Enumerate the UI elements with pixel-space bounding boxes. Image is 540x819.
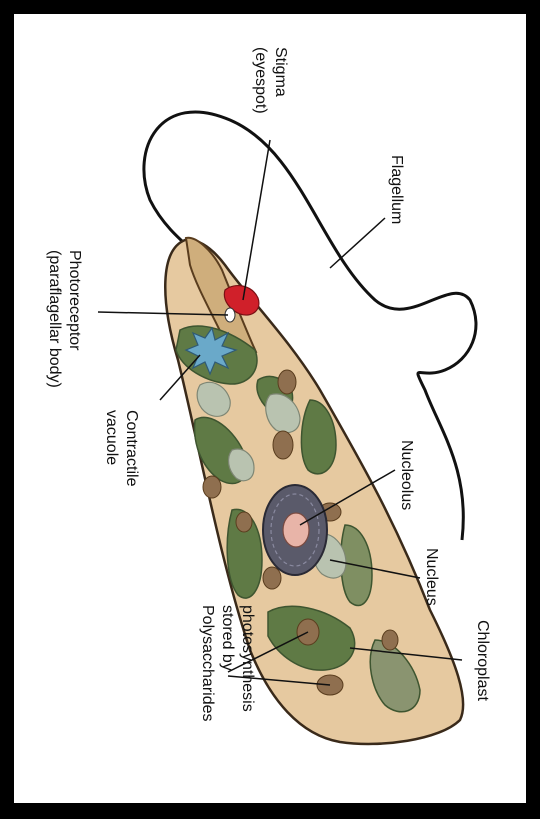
label-photoreceptor: Photoreceptor [66, 250, 83, 351]
nucleolus [283, 513, 309, 547]
label-flagellum: Flagellum [388, 155, 405, 224]
label-stigma-sub: (eyespot) [252, 47, 269, 114]
label-contractile: Contractile [123, 410, 140, 487]
label-polysaccharides: Polysaccharides [199, 605, 216, 722]
label-polysaccharides-sub2: photosynthesis [239, 605, 256, 712]
label-stigma: Stigma [272, 47, 289, 97]
label-nucleolus: Nucleolus [398, 440, 415, 510]
label-polysaccharides-sub1: stored by [219, 605, 236, 671]
nucleus [263, 485, 327, 575]
label-nucleus: Nucleus [423, 548, 440, 606]
label-photoreceptor-sub: (paraflagellar body) [46, 250, 63, 388]
label-chloroplast: Chloroplast [474, 620, 491, 701]
label-contractile-sub: vacuole [103, 410, 120, 465]
